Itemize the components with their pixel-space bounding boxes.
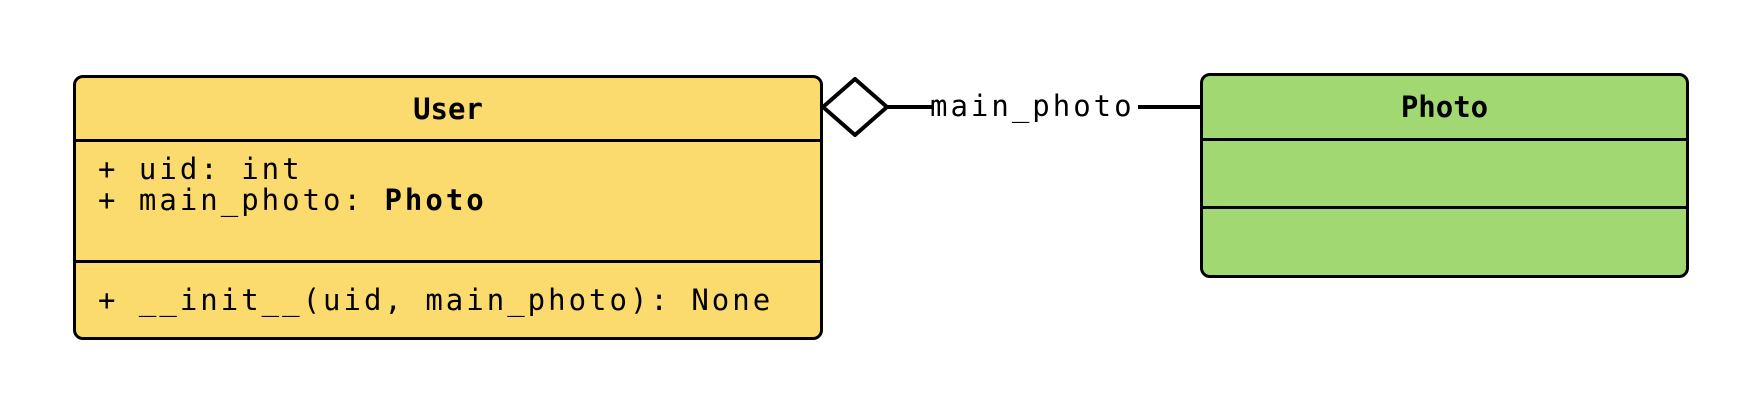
class-methods-photo-empty	[1203, 206, 1686, 275]
method-init-text: + __init__(uid, main_photo): None	[98, 283, 774, 317]
class-attributes-photo-empty	[1203, 138, 1686, 206]
class-title-user-label: User	[413, 91, 483, 126]
class-methods-user: + __init__(uid, main_photo): None	[76, 260, 820, 337]
relationship-line-left	[887, 105, 934, 109]
attribute-main-photo-text: + main_photo:	[98, 183, 385, 217]
relationship-label: main_photo	[930, 89, 1135, 123]
attribute-uid: + uid: int	[98, 154, 820, 185]
class-box-user: User + uid: int + main_photo: Photo + __…	[73, 75, 823, 340]
attribute-main-photo-type: Photo	[384, 183, 487, 217]
method-init: + __init__(uid, main_photo): None	[98, 283, 773, 317]
attribute-uid-text: + uid: int	[98, 152, 303, 186]
class-box-photo: Photo	[1200, 73, 1689, 278]
class-title-photo: Photo	[1203, 76, 1686, 138]
attribute-main-photo: + main_photo: Photo	[98, 185, 820, 216]
class-attributes-user: + uid: int + main_photo: Photo	[76, 139, 820, 260]
relationship-line-right	[1138, 105, 1202, 109]
class-title-user: User	[76, 78, 820, 139]
aggregation-diamond-icon	[821, 77, 889, 137]
class-title-photo-label: Photo	[1400, 90, 1489, 124]
